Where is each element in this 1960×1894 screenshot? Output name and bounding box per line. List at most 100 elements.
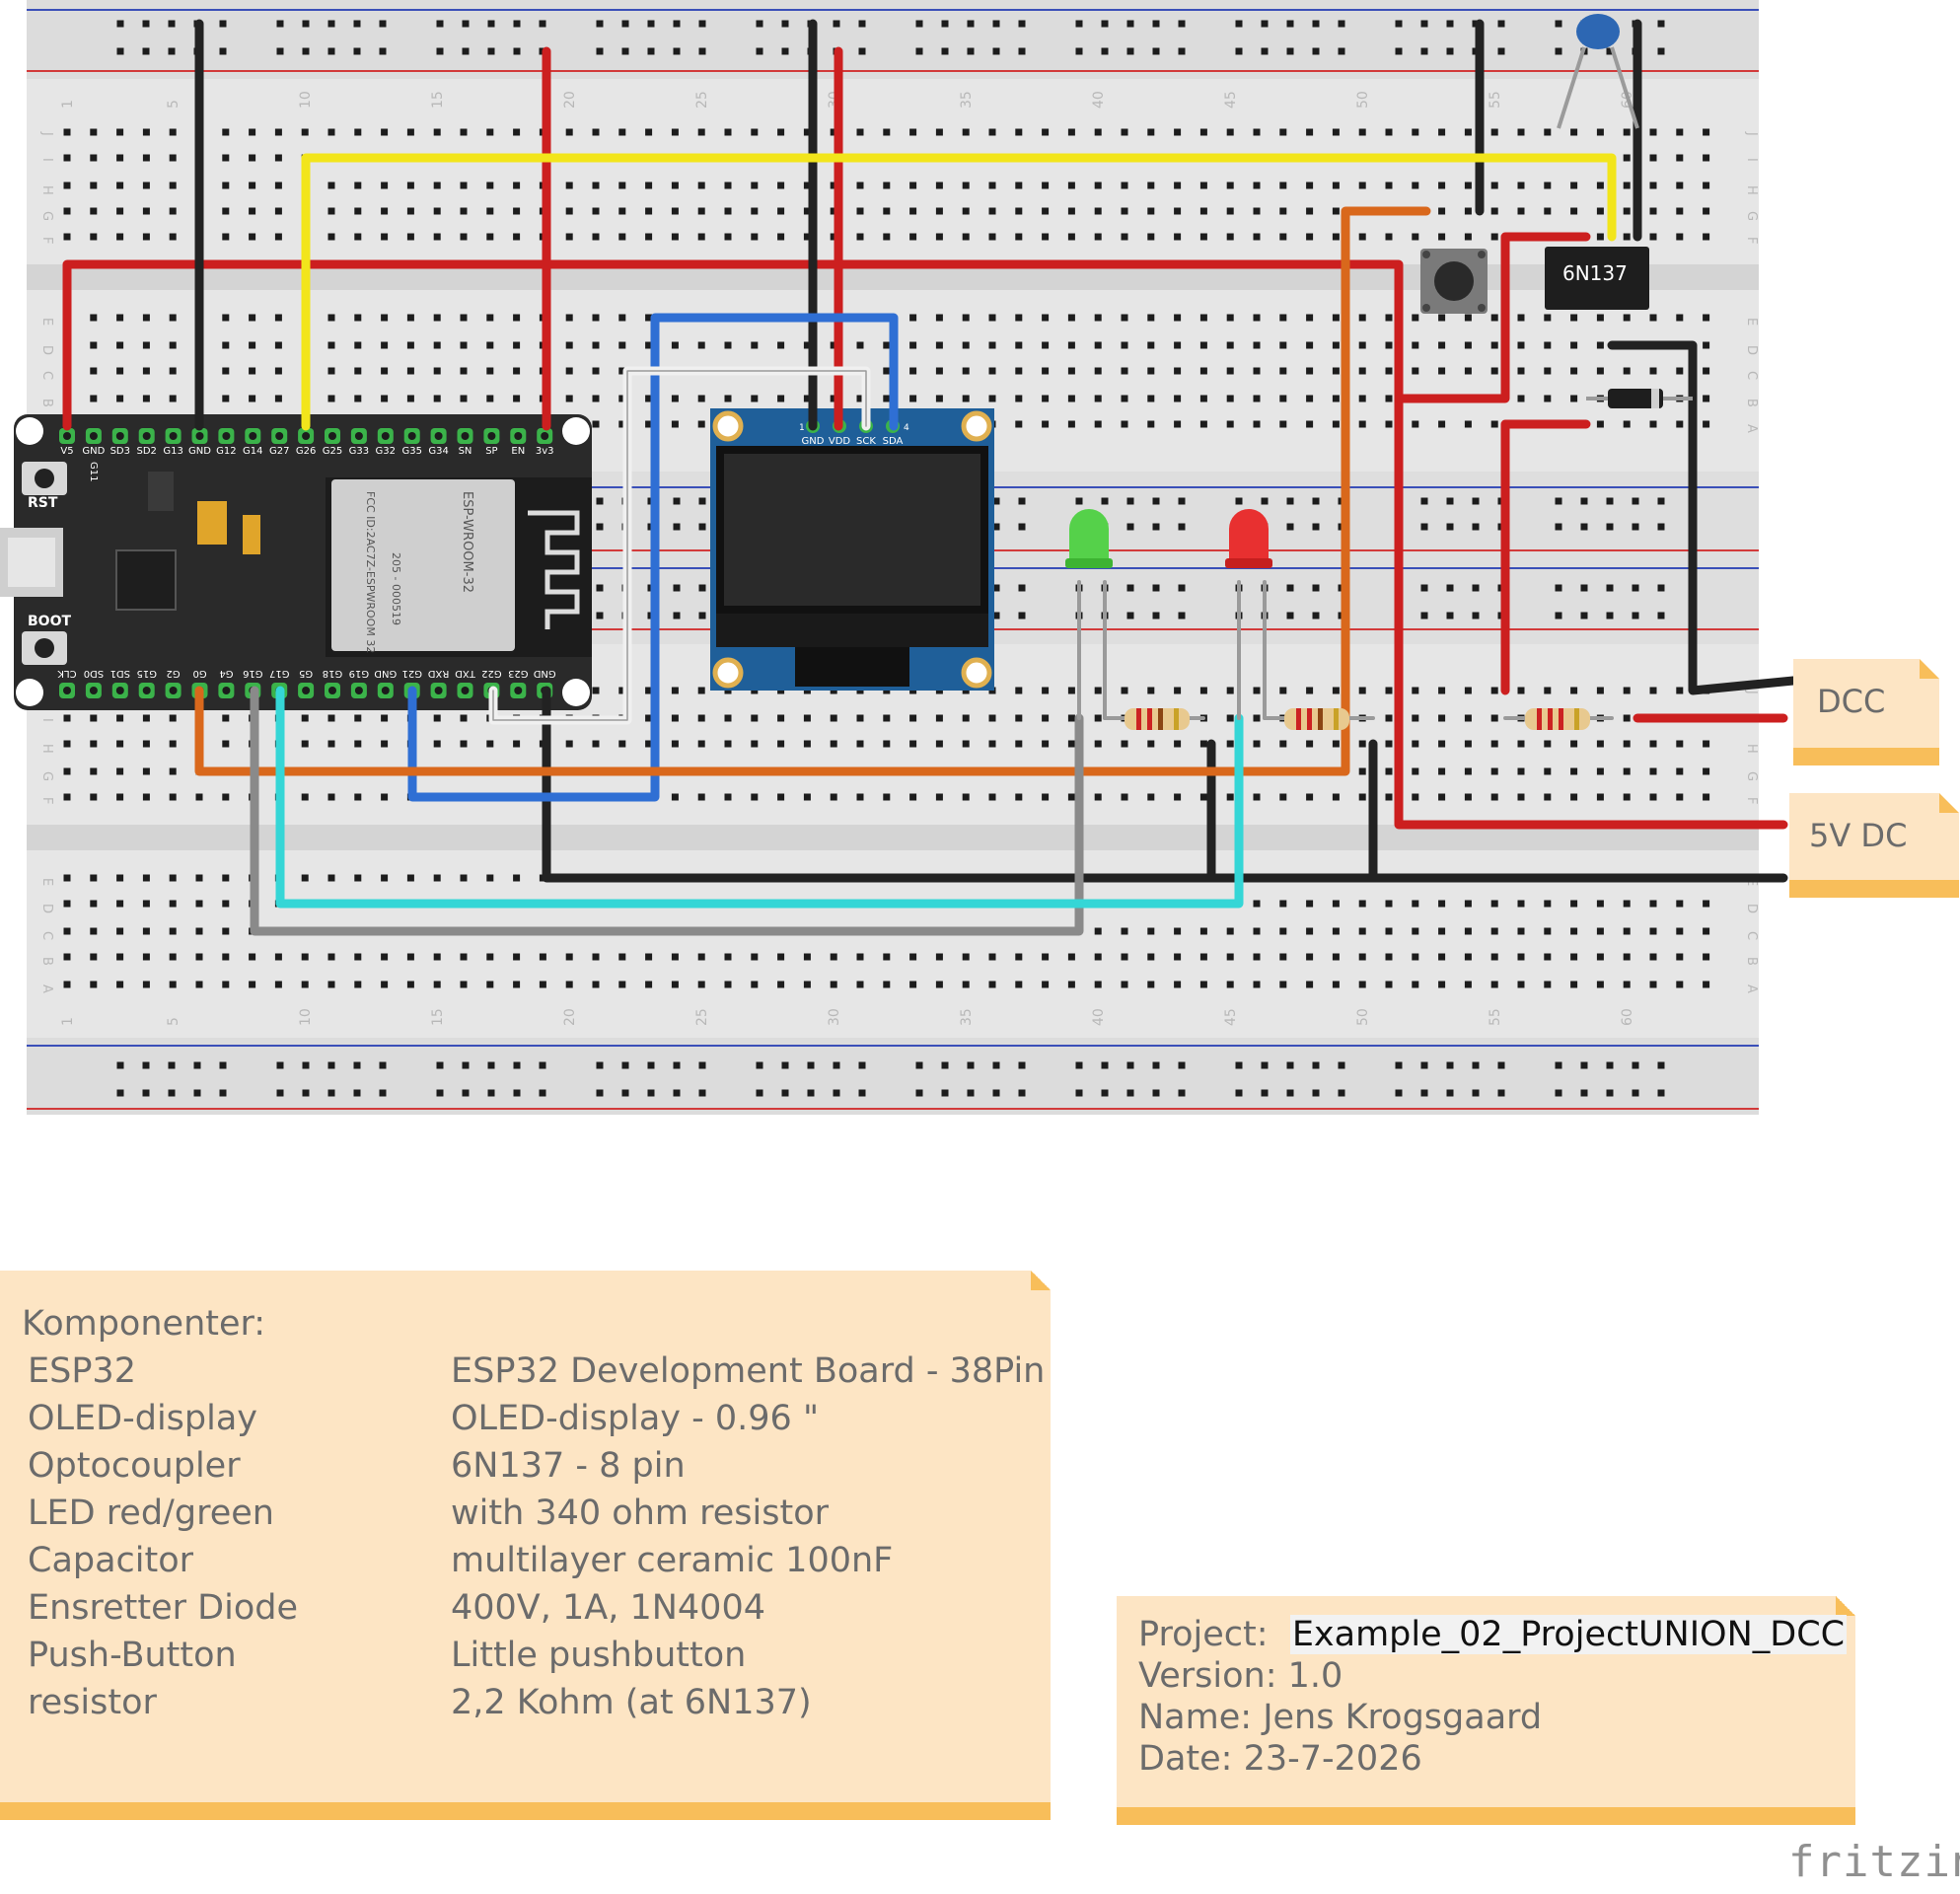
- row-letter: J: [1744, 690, 1759, 694]
- esp32-pin-label: G18: [323, 668, 342, 679]
- date-line: Date: 23-7-2026: [1138, 1739, 1422, 1779]
- optocoupler-label: 6N137: [1562, 261, 1628, 285]
- column-number: 35: [959, 91, 975, 109]
- row-letter: I: [1744, 158, 1759, 162]
- esp32-pin-label: G33: [349, 446, 369, 457]
- diode: [1586, 389, 1693, 408]
- wire-yellow: [301, 153, 1617, 431]
- esp32-pin-label: G21: [401, 668, 421, 679]
- row-letter: J: [1744, 131, 1759, 136]
- row-letter: I: [39, 158, 54, 162]
- component-name: Ensretter Diode: [28, 1588, 299, 1628]
- component-name: Push-Button: [28, 1636, 237, 1675]
- row-letter: F: [39, 797, 54, 804]
- esp32-pin-label: GND: [188, 446, 211, 457]
- esp32-pin-label: SD1: [110, 668, 130, 679]
- column-number: 50: [1355, 1008, 1371, 1026]
- component-description: 6N137 - 8 pin: [451, 1446, 686, 1486]
- wire-red-res: [1500, 419, 1591, 695]
- oled-pin-last: 4: [904, 423, 909, 433]
- column-number: 5: [166, 1017, 181, 1026]
- rst-label: RST: [28, 495, 58, 511]
- esp32-pin-label: G19: [349, 668, 369, 679]
- row-letter: I: [39, 718, 54, 722]
- component-description: 400V, 1A, 1N4004: [451, 1588, 765, 1628]
- row-letter: C: [1744, 931, 1759, 940]
- esp32-pin-label: EN: [511, 446, 525, 457]
- row-letter: G: [1744, 771, 1759, 781]
- row-letter: E: [39, 318, 54, 326]
- component-description: Little pushbutton: [451, 1636, 747, 1675]
- esp32-pin-label: G22: [481, 668, 501, 679]
- resistor-1: [1125, 708, 1190, 730]
- component-name: Optocoupler: [28, 1446, 241, 1486]
- resistor-2: [1284, 708, 1349, 730]
- oled-pin-label: VDD: [829, 436, 851, 447]
- row-letter: C: [1744, 371, 1759, 380]
- wire-red-opto: [1394, 232, 1591, 403]
- row-letter: D: [1744, 904, 1759, 913]
- wire-red-5v: [62, 259, 1788, 830]
- row-letter: C: [39, 931, 54, 940]
- led-green: [1065, 509, 1113, 568]
- led-red: [1225, 509, 1272, 568]
- row-letter: A: [1744, 984, 1759, 993]
- esp32-pin-label: SD0: [84, 668, 104, 679]
- project-info: Project: Example_02_ProjectUNION_DCC Ver…: [1138, 1614, 1848, 1780]
- esp32-pin-label: TXD: [455, 668, 476, 679]
- wires: [62, 19, 1798, 936]
- component-description: OLED-display - 0.96 ": [451, 1399, 820, 1438]
- 5v-label: 5V DC: [1809, 817, 1907, 854]
- row-letter: F: [39, 237, 54, 244]
- wire-black-dcc: [1607, 340, 1798, 695]
- row-letter: G: [1744, 211, 1759, 221]
- esp32-pin-label: GND: [82, 446, 105, 457]
- esp32-pin-label: G4: [219, 668, 233, 679]
- row-letter: E: [39, 878, 54, 886]
- version-line: Version: 1.0: [1138, 1656, 1343, 1696]
- resistor-3: [1525, 708, 1590, 730]
- column-number: 5: [166, 100, 181, 109]
- column-number: 50: [1355, 91, 1371, 109]
- column-number: 30: [827, 1008, 842, 1026]
- dcc-label: DCC: [1817, 683, 1885, 720]
- esp32-pin-label: CLK: [57, 668, 77, 679]
- esp32-pin-label: 3v3: [536, 446, 554, 457]
- component-description: ESP32 Development Board - 38Pin: [451, 1351, 1046, 1391]
- g11-label: G11: [88, 462, 99, 481]
- component-description: with 340 ohm resistor: [451, 1493, 830, 1533]
- esp32-pin-label: G14: [243, 446, 262, 457]
- row-letter: D: [39, 345, 54, 355]
- row-letter: D: [39, 904, 54, 913]
- esp32-pin-label: G26: [296, 446, 316, 457]
- column-number: 45: [1223, 91, 1239, 109]
- row-letter: B: [39, 399, 54, 407]
- esp32-pin-label: G2: [167, 668, 181, 679]
- row-letter: A: [1744, 424, 1759, 433]
- column-number: 25: [694, 91, 710, 109]
- column-number: 20: [562, 91, 578, 109]
- column-number: 60: [1620, 1008, 1635, 1026]
- row-letter: G: [39, 771, 54, 781]
- 5v-connector: 5V DC: [1789, 793, 1959, 898]
- esp32-pin-label: SD2: [136, 446, 156, 457]
- esp32-pin-label: G32: [376, 446, 396, 457]
- column-number: 40: [1091, 1008, 1107, 1026]
- esp32-pin-label: G13: [163, 446, 182, 457]
- row-letter: J: [39, 131, 54, 136]
- esp32-pin-label: SN: [459, 446, 472, 457]
- row-letter: E: [1744, 318, 1759, 326]
- project-name: Example_02_ProjectUNION_DCC: [1289, 1615, 1848, 1654]
- row-letter: B: [1744, 957, 1759, 966]
- component-description: multilayer ceramic 100nF: [451, 1541, 894, 1580]
- project-line: Project: Example_02_ProjectUNION_DCC: [1138, 1615, 1848, 1654]
- oled-pin-label: SCK: [856, 436, 876, 447]
- wire-orange: [194, 206, 1431, 776]
- esp32-pin-label: G35: [401, 446, 421, 457]
- component-name: ESP32: [28, 1351, 136, 1391]
- component-name: LED red/green: [28, 1493, 274, 1533]
- esp32-pin-label: SP: [485, 446, 497, 457]
- esp32-pin-label: G23: [508, 668, 528, 679]
